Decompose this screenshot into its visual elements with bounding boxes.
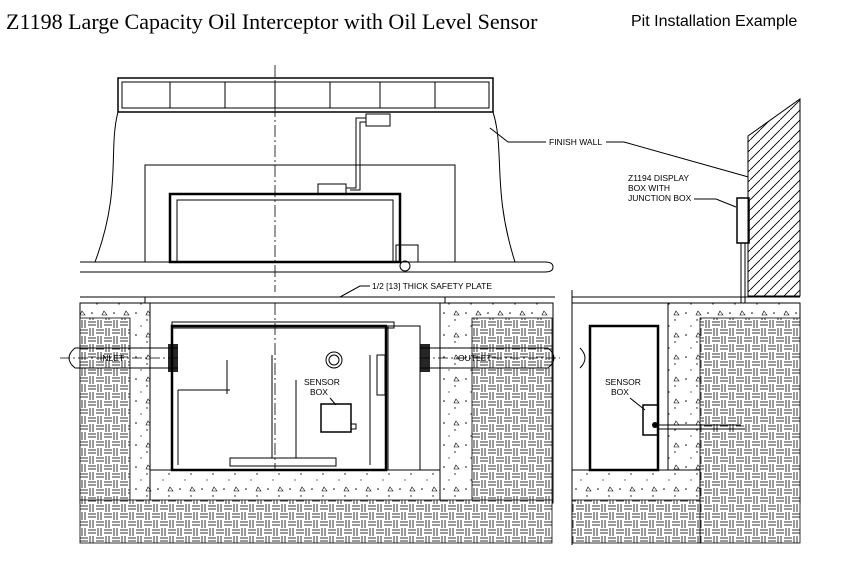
- break-line-left: [94, 111, 119, 263]
- interceptor-body: [170, 324, 388, 472]
- grating-frame: [117, 77, 494, 113]
- drawing-title: Z1198 Large Capacity Oil Interceptor wit…: [6, 9, 538, 34]
- sensor-box-side-label-2: BOX: [611, 387, 629, 397]
- grating-slats: [169, 82, 436, 108]
- safety-plate: [144, 296, 446, 304]
- interceptor-top: [168, 192, 402, 264]
- inlet-label: INLET: [100, 353, 124, 363]
- wall-elevation: Z1194 DISPLAY BOX WITH JUNCTION BOX: [628, 98, 801, 430]
- outlet-pipe: [420, 347, 548, 369]
- sensor-box-side-label-1: SENSOR: [605, 377, 641, 387]
- sensor-box: [320, 403, 352, 433]
- sensor-box-top: [317, 183, 347, 195]
- floor-plate: [80, 261, 554, 273]
- soil-bottom: [79, 499, 553, 544]
- display-box: [736, 197, 750, 244]
- display-box-label-3: JUNCTION BOX: [628, 193, 692, 203]
- safety-plate-label: 1/2 [13] THICK SAFETY PLATE: [372, 281, 492, 291]
- finish-wall-label: FINISH WALL: [549, 137, 602, 147]
- finish-wall: [747, 98, 801, 297]
- interceptor-side: [588, 324, 660, 472]
- soil-side: [699, 317, 801, 544]
- junction-box-top: [365, 113, 391, 127]
- inlet-pipe: [75, 347, 178, 369]
- sensor-box-label-1: SENSOR: [304, 377, 340, 387]
- sensor-box-side: [642, 404, 659, 436]
- pit-outline: [144, 164, 456, 263]
- display-box-label-1: Z1194 DISPLAY: [628, 173, 689, 183]
- display-box-label-2: BOX WITH: [628, 183, 670, 193]
- plan-view: FINISH WALL: [80, 65, 753, 292]
- side-section-view: SENSOR BOX: [571, 290, 801, 545]
- soil-left: [79, 317, 131, 504]
- drawing-subtitle: Pit Installation Example: [631, 13, 798, 30]
- section-view: 1/2 [13] THICK SAFETY PLATE: [60, 281, 560, 544]
- break-line-right: [492, 111, 516, 263]
- sensor-box-label-2: BOX: [310, 387, 328, 397]
- soil-right: [471, 317, 553, 504]
